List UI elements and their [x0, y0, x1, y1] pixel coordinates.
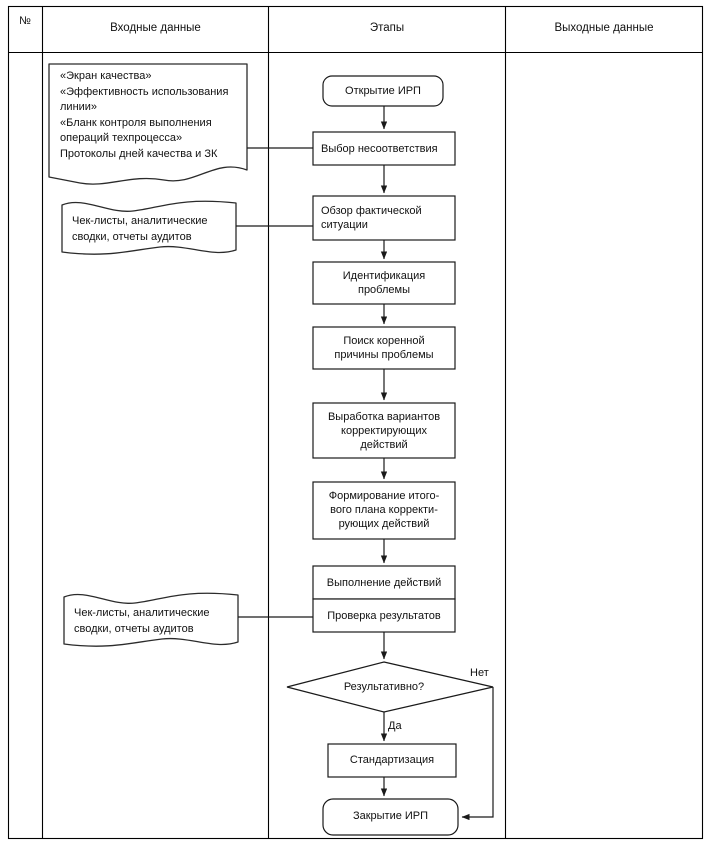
doc-quality-sources-shape [48, 63, 248, 185]
doc-checklists-top-shape [61, 200, 237, 255]
table-grid [7, 5, 704, 840]
node-final-plan-shape [312, 481, 456, 540]
node-check-results-shape [312, 598, 456, 633]
doc-checklists-bottom-shape [63, 592, 239, 647]
node-root-cause-shape [312, 326, 456, 370]
node-open-irp-shape [322, 75, 444, 107]
node-identify-problem-shape [312, 261, 456, 305]
node-standardize-shape [327, 743, 457, 778]
node-develop-options-shape [312, 402, 456, 459]
node-execute-actions-shape [312, 565, 456, 600]
node-close-irp-shape [322, 798, 459, 836]
node-review-actual-shape [312, 195, 456, 241]
node-effective-shape [286, 661, 494, 713]
node-select-nonconf-shape [312, 131, 456, 166]
connectors [236, 106, 494, 821]
conn-no-to-close [461, 687, 494, 821]
